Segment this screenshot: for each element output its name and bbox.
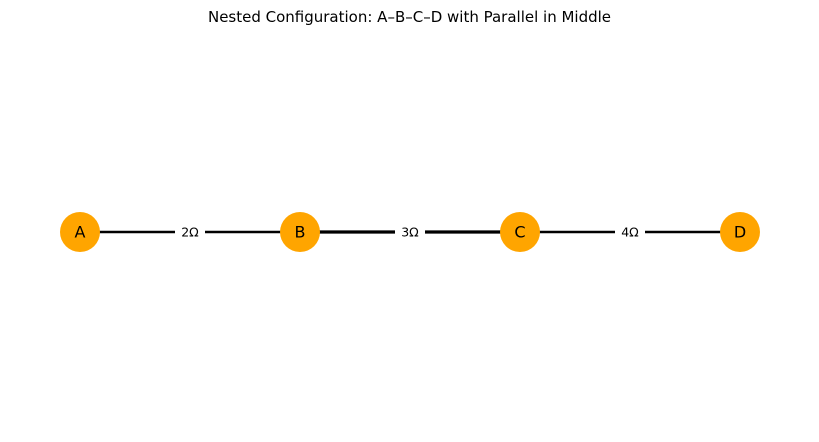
nodes-layer: A B C D bbox=[60, 212, 760, 252]
node-label: A bbox=[75, 223, 86, 242]
edge-resistance-label: 2Ω bbox=[181, 225, 199, 240]
node-A: A bbox=[60, 212, 100, 252]
node-D: D bbox=[720, 212, 760, 252]
node-B: B bbox=[280, 212, 320, 252]
edge-A-B: 2Ω bbox=[80, 223, 300, 241]
node-circle bbox=[60, 212, 100, 252]
node-circle bbox=[500, 212, 540, 252]
node-label: C bbox=[514, 223, 525, 242]
edge-C-D: 4Ω bbox=[520, 223, 740, 241]
edge-label-background bbox=[175, 223, 205, 241]
node-circle bbox=[280, 212, 320, 252]
node-label: B bbox=[295, 223, 306, 242]
edges-layer: 2Ω 3Ω 4Ω bbox=[80, 223, 740, 241]
diagram-title: Nested Configuration: A–B–C–D with Paral… bbox=[207, 8, 612, 26]
edge-resistance-label: 3Ω bbox=[401, 225, 419, 240]
edge-B-C: 3Ω bbox=[300, 223, 520, 241]
edge-label-background bbox=[615, 223, 645, 241]
edge-label-background bbox=[395, 223, 425, 241]
node-C: C bbox=[500, 212, 540, 252]
node-circle bbox=[720, 212, 760, 252]
edge-resistance-label: 4Ω bbox=[621, 225, 639, 240]
node-label: D bbox=[734, 223, 746, 242]
